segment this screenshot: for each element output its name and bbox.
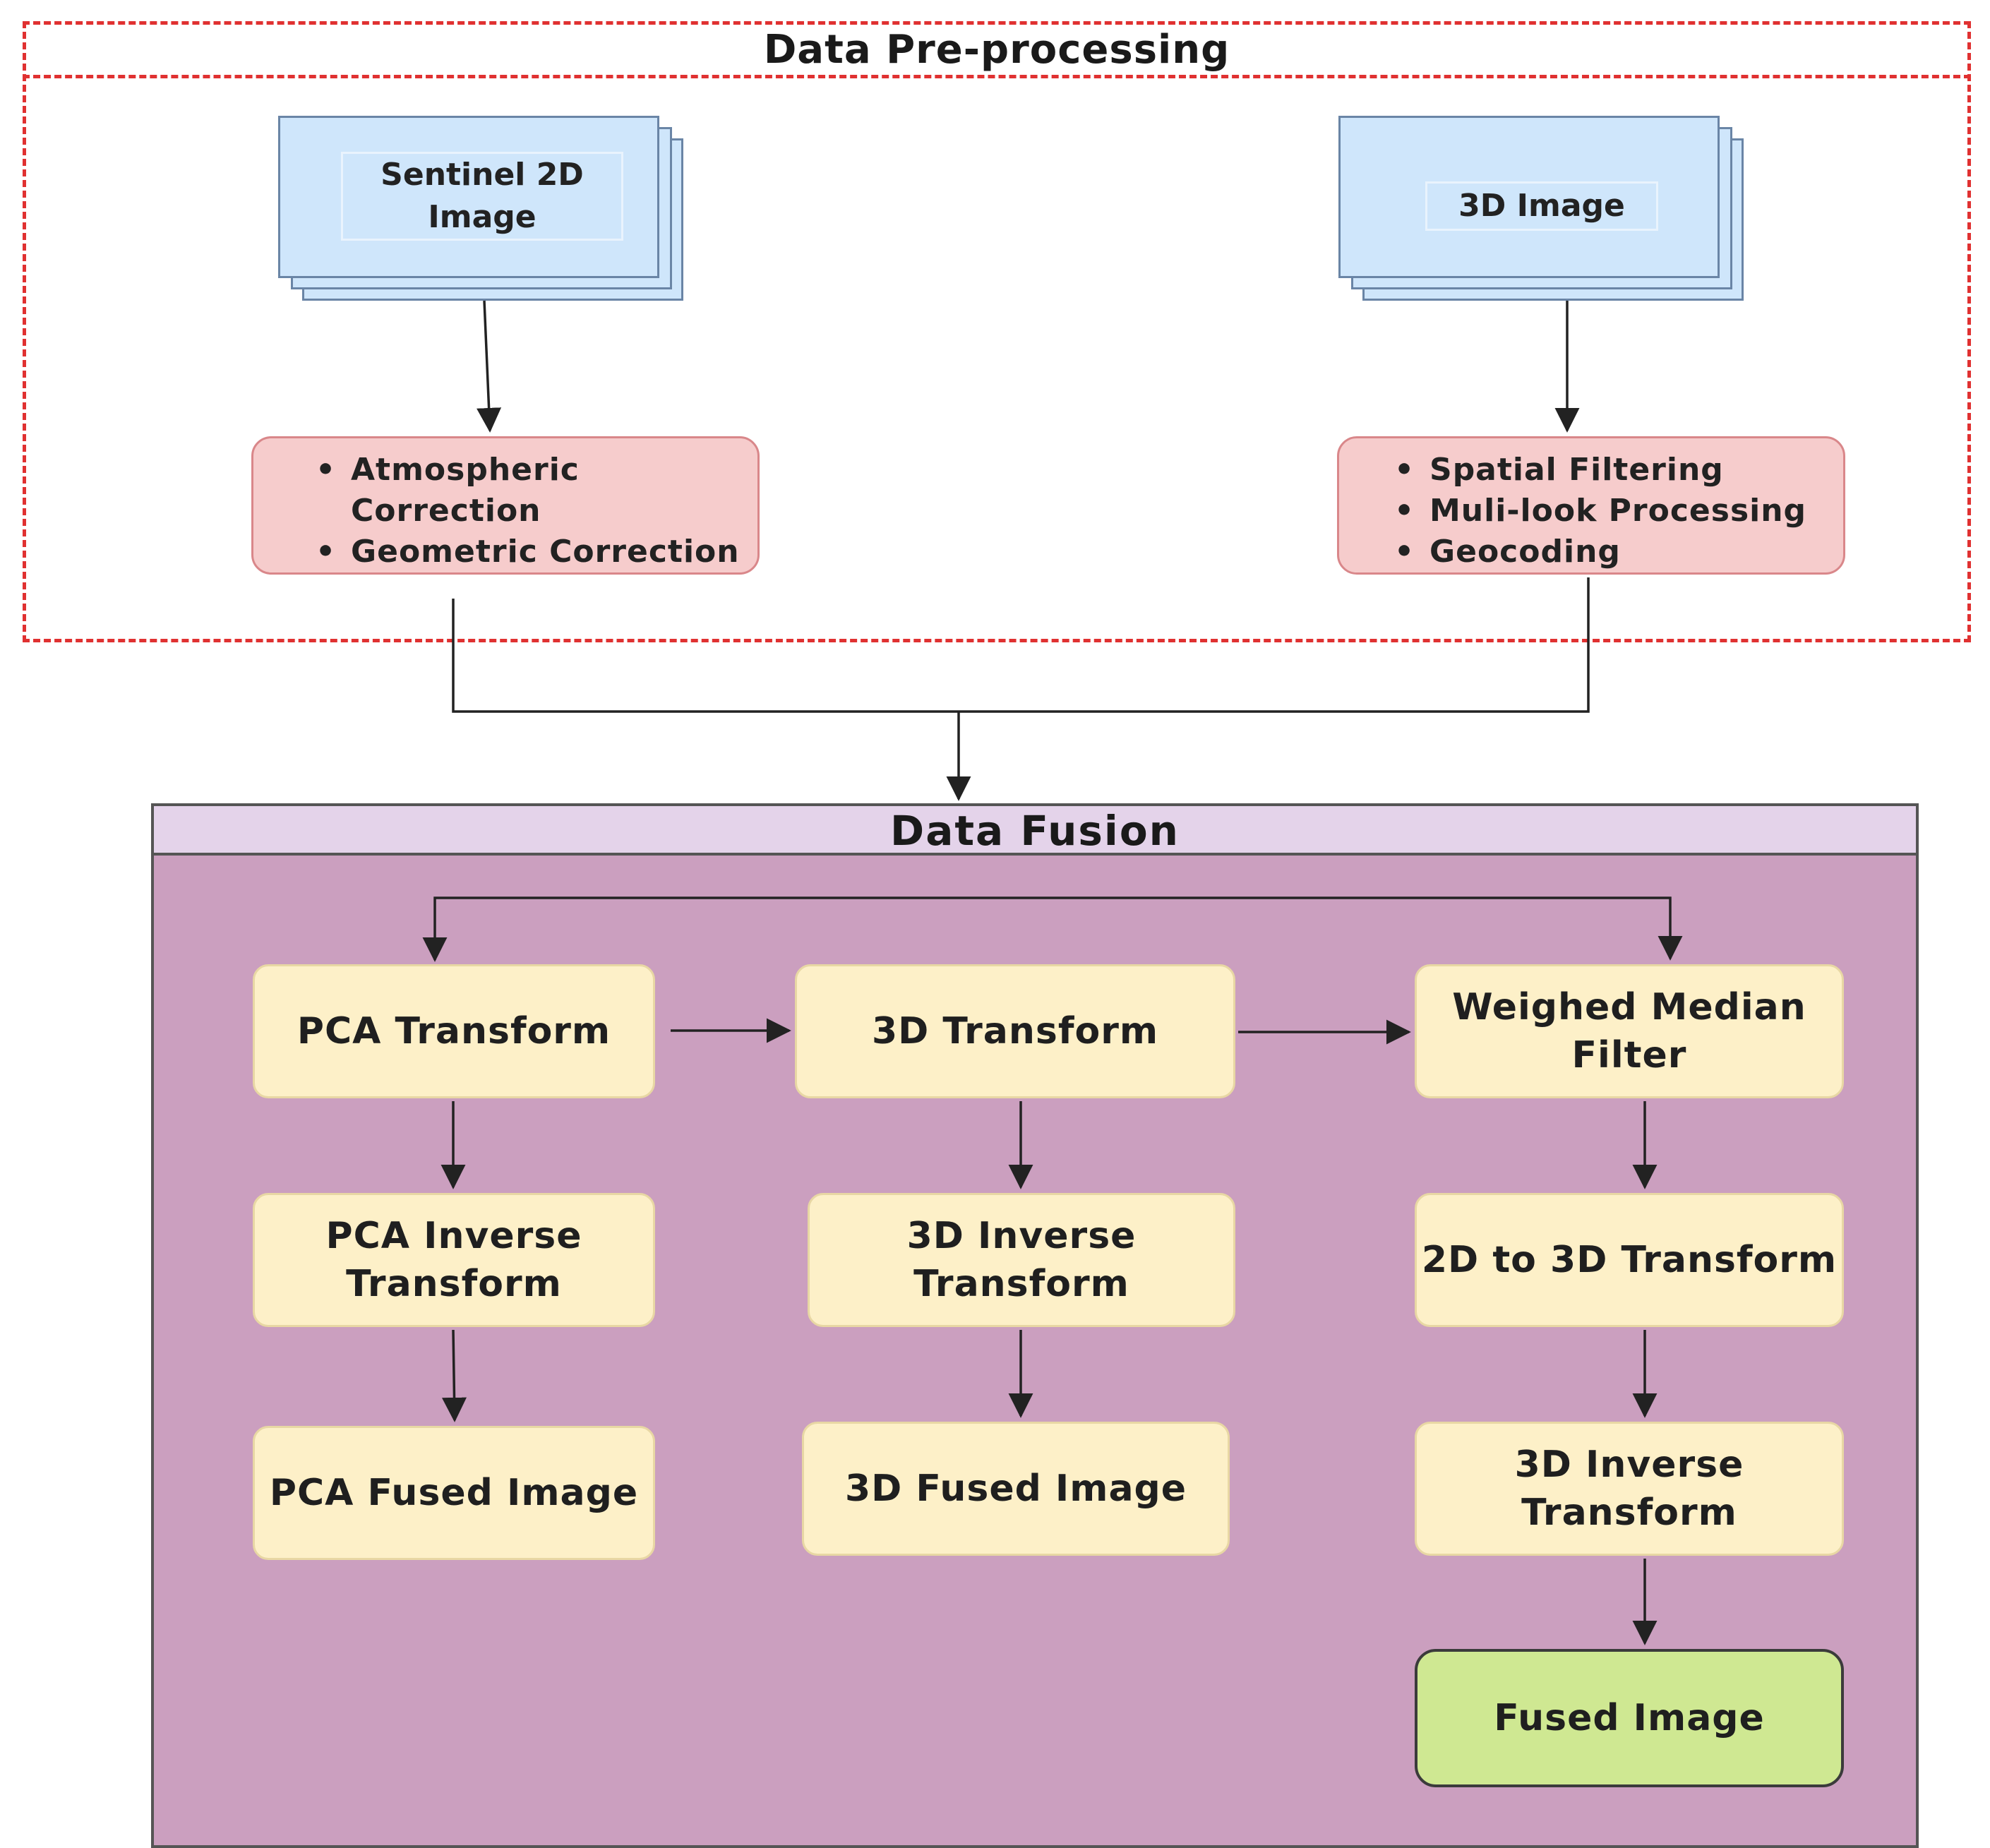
correction-box-right: Spatial Filtering Muli-look Processing G… [1337, 436, 1845, 575]
pca-inverse-transform-box: PCA Inverse Transform [253, 1193, 655, 1327]
pca-inverse-transform-label: PCA Inverse Transform [325, 1215, 582, 1305]
weighed-median-filter-label: Weighed Median Filter [1452, 986, 1806, 1076]
preprocessing-divider [23, 75, 1971, 78]
pca-transform-box: PCA Transform [253, 964, 655, 1098]
transform-2d-to-3d-label: 2D to 3D Transform [1421, 1239, 1838, 1281]
fused-3d-image-box: 3D Fused Image [802, 1422, 1230, 1556]
sentinel-card-label: Sentinel 2D Image [341, 152, 623, 241]
data-fusion-title: Data Fusion [890, 807, 1180, 855]
pca-transform-label: PCA Transform [296, 1010, 611, 1052]
inverse-3d-transform-box: 3D Inverse Transform [808, 1193, 1235, 1327]
fused-image-final-label: Fused Image [1494, 1697, 1765, 1739]
weighed-median-filter-box: Weighed Median Filter [1415, 964, 1844, 1098]
transform-3d-label: 3D Transform [871, 1010, 1159, 1052]
fused-image-final-box: Fused Image [1415, 1649, 1844, 1787]
data-fusion-header [151, 803, 1919, 856]
sentinel-card-front: Sentinel 2D Image [278, 116, 659, 278]
geometric-correction-item: Geometric Correction [310, 532, 757, 572]
geocoding-item: Geocoding [1389, 532, 1843, 572]
atmospheric-correction-item: Atmospheric Correction [310, 450, 757, 532]
image3d-card-front: 3D Image [1338, 116, 1720, 278]
pca-fused-image-box: PCA Fused Image [253, 1426, 655, 1560]
fused-3d-image-label: 3D Fused Image [844, 1468, 1187, 1510]
inverse-3d-transform-right-box: 3D Inverse Transform [1415, 1422, 1844, 1556]
transform-2d-to-3d-box: 2D to 3D Transform [1415, 1193, 1844, 1327]
pca-fused-image-label: PCA Fused Image [269, 1472, 639, 1514]
multilook-processing-item: Muli-look Processing [1389, 491, 1843, 532]
inverse-3d-transform-label: 3D Inverse Transform [906, 1215, 1137, 1305]
transform-3d-box: 3D Transform [795, 964, 1235, 1098]
image3d-card-label: 3D Image [1425, 181, 1658, 231]
inverse-3d-transform-right-label: 3D Inverse Transform [1514, 1444, 1744, 1534]
spatial-filtering-item: Spatial Filtering [1389, 450, 1843, 491]
preprocessing-title: Data Pre-processing [763, 27, 1230, 73]
correction-box-left: Atmospheric Correction Geometric Correct… [251, 436, 760, 575]
